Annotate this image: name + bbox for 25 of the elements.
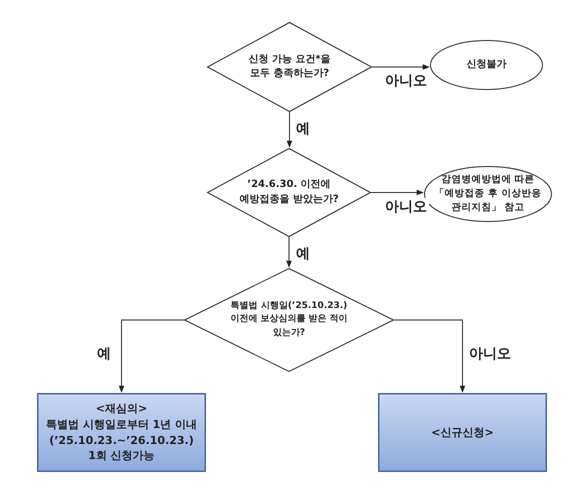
process-box	[37, 393, 206, 472]
box-text: 특별법 시행일로부터 1년 이내	[46, 416, 198, 432]
question-text: ’24.6.30. 이전에 예방접종을 받았는가?	[238, 178, 340, 206]
question-text: 신청 가능 요건*을 모두 충족하는가?	[247, 52, 332, 81]
edge-label: 아니오	[383, 198, 429, 216]
decision-diamond	[184, 268, 394, 372]
arrow	[370, 190, 424, 196]
arrow	[286, 112, 292, 148]
arrow	[118, 320, 184, 393]
edge-label: 아니오	[383, 72, 429, 90]
process-box	[378, 393, 547, 472]
arrow	[286, 236, 292, 268]
edge-label: 아니오	[467, 345, 513, 363]
box-text: (’25.10.23.~’26.10.23.)	[49, 432, 194, 448]
decision-diamond	[207, 22, 372, 112]
result-text: 신청불가	[466, 58, 506, 72]
decision-diamond	[207, 148, 371, 237]
box-text: <신규신청>	[431, 424, 494, 440]
box-text: 1회 신청가능	[88, 448, 155, 464]
question-text: 특별법 시행일(’25.10.23.) 이전에 보상심의를 받은 적이 있는가?	[229, 300, 349, 340]
box-text: <재심의>	[96, 400, 148, 417]
arrow	[372, 64, 430, 70]
terminal-ellipse	[430, 40, 543, 90]
arrow	[394, 320, 466, 393]
result-text: 감염병예방법에 따른 「예방접종 후 이상반응 관리지침」 참고	[434, 173, 542, 215]
